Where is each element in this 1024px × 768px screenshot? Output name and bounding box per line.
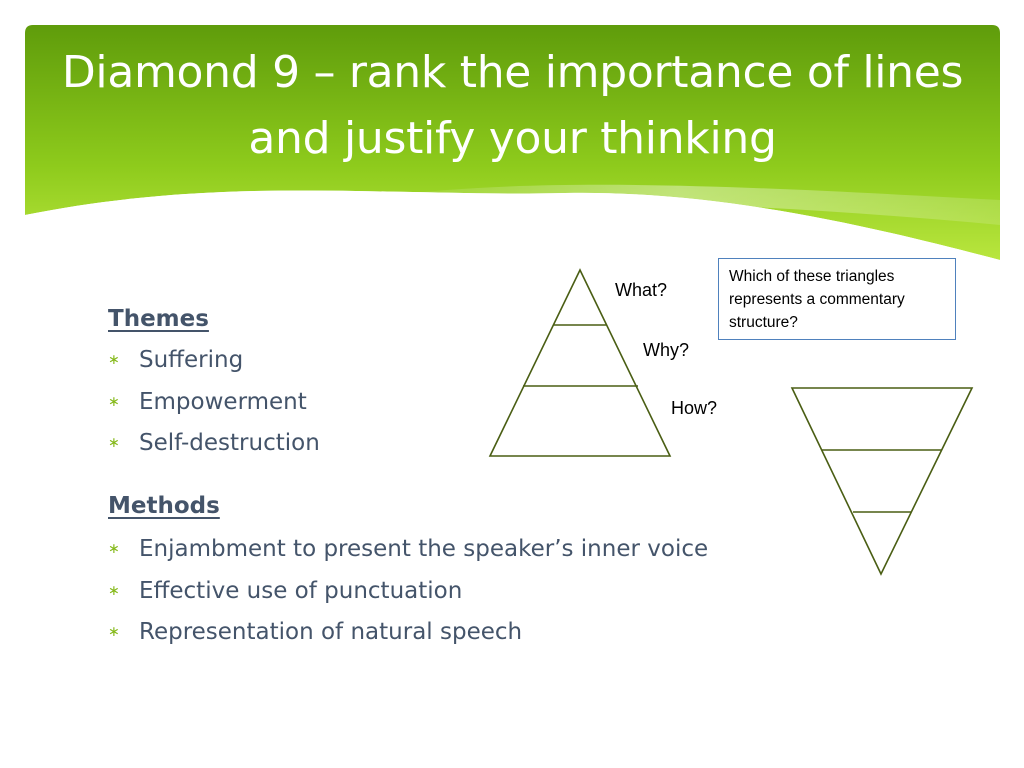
methods-list: ∗Enjambment to present the speaker’s inn… — [108, 529, 708, 654]
list-item: ∗Enjambment to present the speaker’s inn… — [108, 529, 708, 571]
asterisk-bullet-icon: ∗ — [108, 582, 120, 599]
asterisk-bullet-icon: ∗ — [108, 435, 120, 451]
asterisk-bullet-icon: ∗ — [108, 541, 120, 557]
question-box: Which of these triangles represents a co… — [718, 258, 956, 340]
inverted-triangle-outline — [790, 387, 974, 576]
methods-heading: Methods — [108, 493, 220, 519]
upright-triangle — [488, 268, 672, 457]
label-how: How? — [671, 398, 718, 418]
question-text: Which of these triangles represents a co… — [729, 268, 905, 331]
themes-heading: Themes — [108, 306, 209, 332]
list-item: ∗Self-destruction — [108, 423, 320, 465]
asterisk-bullet-icon: ∗ — [108, 393, 120, 410]
list-item: ∗Representation of natural speech — [108, 612, 708, 654]
title-banner — [25, 25, 1000, 285]
title-banner-background — [25, 25, 1000, 285]
list-item: ∗Effective use of punctuation — [108, 571, 708, 613]
asterisk-bullet-icon: ∗ — [108, 624, 120, 640]
upright-triangle-outline — [488, 268, 672, 457]
list-item: ∗Suffering — [108, 340, 320, 382]
list-item: ∗Empowerment — [108, 382, 320, 424]
page-title: Diamond 9 – rank the importance of lines… — [61, 47, 964, 164]
themes-list: ∗Suffering ∗Empowerment ∗Self-destructio… — [108, 340, 320, 465]
label-what: What? — [615, 280, 668, 300]
inverted-triangle — [790, 387, 974, 576]
label-why: Why? — [643, 340, 690, 360]
asterisk-bullet-icon: ∗ — [108, 352, 120, 368]
